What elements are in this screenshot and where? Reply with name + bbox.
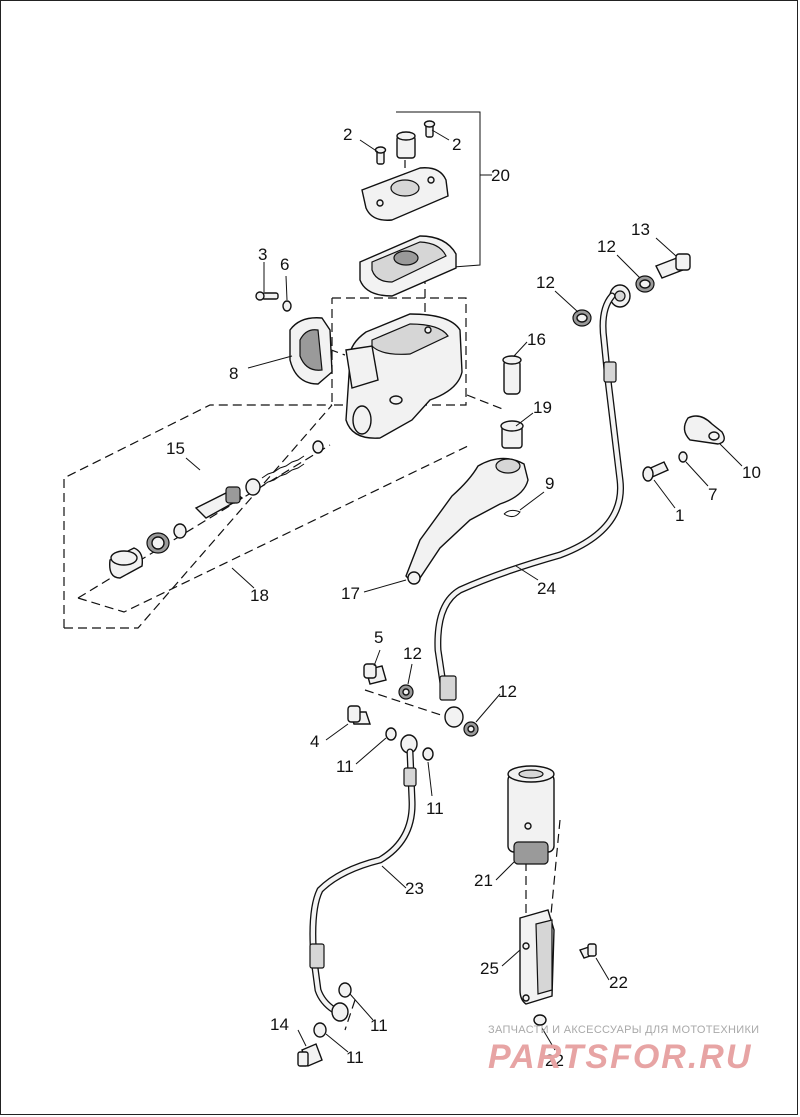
callout-15: 15 (166, 439, 185, 458)
callout-19: 19 (533, 398, 552, 417)
callout-8: 8 (229, 364, 238, 383)
assembly-20-bracket (396, 111, 492, 269)
callout-12a: 12 (597, 237, 616, 256)
reservoir-cover-screws (374, 120, 436, 165)
lower-banjo-fittings (347, 663, 479, 761)
callout-12c: 12 (403, 644, 422, 663)
piston-assembly (109, 440, 324, 579)
upper-banjo-fittings (572, 253, 691, 327)
watermark-tagline: ЗАПЧАСТИ И АКСЕССУАРЫ ДЛЯ МОТОТЕХНИКИ (488, 1024, 760, 1036)
handlebar-clamp (255, 291, 333, 385)
clutch-hose-upper (434, 292, 624, 728)
callout-22b: 22 (545, 1051, 564, 1070)
callout-11a: 11 (336, 757, 354, 776)
callout-24: 24 (537, 579, 556, 598)
master-cylinder-body (345, 313, 463, 439)
callout-13: 13 (631, 220, 650, 239)
assembly-boundaries (63, 160, 561, 1031)
callout-11c: 11 (370, 1016, 388, 1035)
callout-2b: 2 (452, 135, 461, 154)
callout-20: 20 (491, 166, 510, 185)
callout-4: 4 (310, 732, 319, 751)
reservoir-cover (361, 167, 449, 221)
callout-14: 14 (270, 1015, 289, 1034)
callout-1: 1 (675, 506, 684, 525)
callout-12b: 12 (536, 273, 555, 292)
pivot-pin-and-bushing (500, 355, 524, 449)
callout-10: 10 (742, 463, 761, 482)
callout-22a: 22 (609, 973, 628, 992)
watermark: ЗАПЧАСТИ И АКСЕССУАРЫ ДЛЯ МОТОТЕХНИКИ PA… (488, 1024, 788, 1077)
clutch-lever (405, 457, 529, 585)
callout-23: 23 (405, 879, 424, 898)
slave-cylinder (507, 765, 597, 1026)
callout-9: 9 (545, 474, 554, 493)
callout-2a: 2 (343, 125, 352, 144)
callout-7: 7 (708, 485, 717, 504)
callout-11b: 11 (426, 799, 444, 818)
cable-bracket (642, 415, 725, 482)
callout-17: 17 (341, 584, 360, 603)
callout-3: 3 (258, 245, 267, 264)
callout-leaders (185, 129, 743, 1053)
reservoir-diaphragm (359, 235, 457, 297)
callout-18: 18 (250, 586, 269, 605)
callout-25: 25 (480, 959, 499, 978)
clutch-hose-lower (297, 748, 417, 1067)
callout-5: 5 (374, 628, 383, 647)
watermark-brand: PARTSFOR.RU (488, 1038, 753, 1076)
callout-21: 21 (474, 871, 493, 890)
callout-6: 6 (280, 255, 289, 274)
callout-16: 16 (527, 330, 546, 349)
callout-11d: 11 (346, 1048, 364, 1067)
callout-labels: 2 2 20 3 6 13 12 12 16 8 19 15 10 9 7 1 … (166, 125, 761, 1070)
callout-12d: 12 (498, 682, 517, 701)
